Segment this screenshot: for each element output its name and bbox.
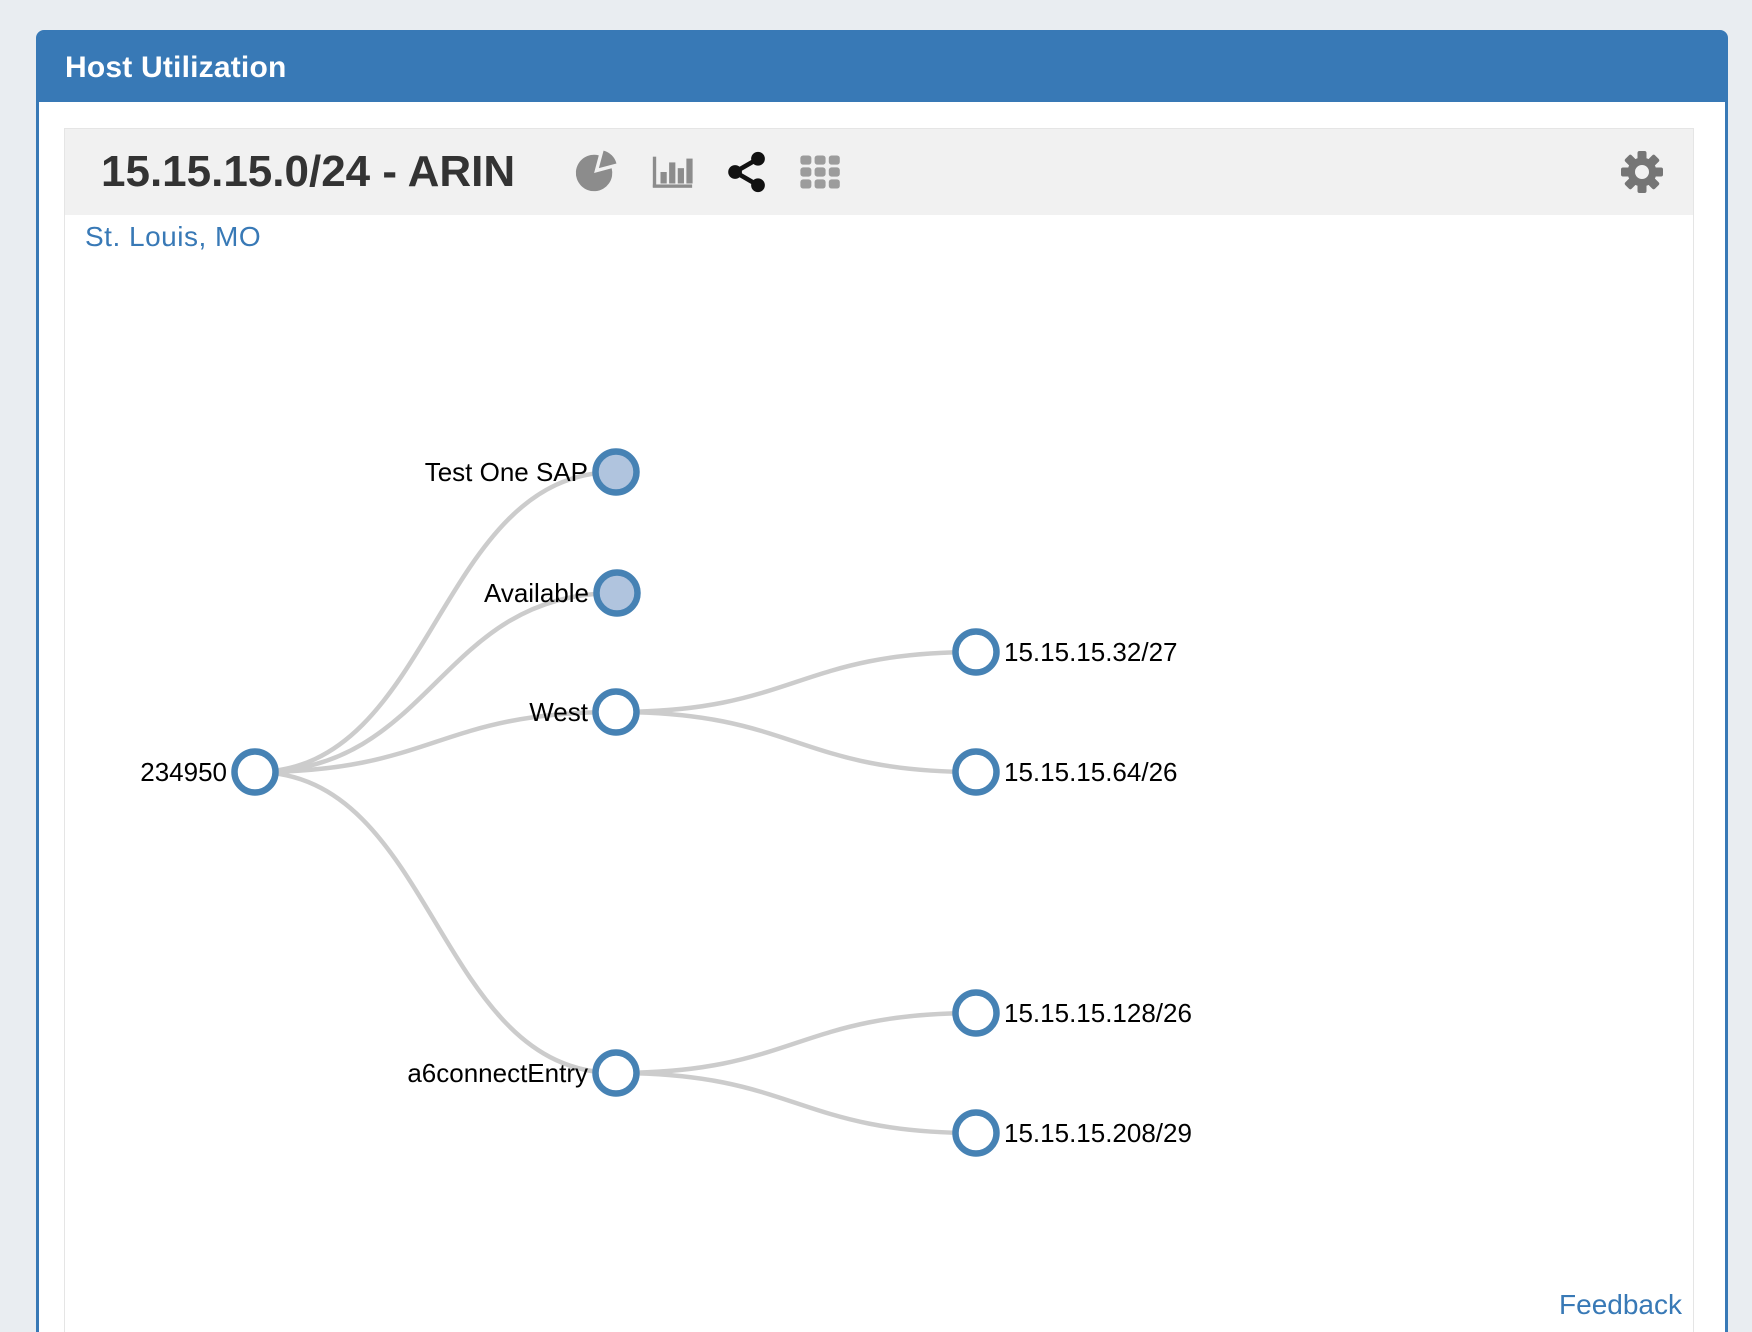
view-switcher [573, 149, 843, 195]
subnet-widget: 15.15.15.0/24 - ARIN [64, 128, 1694, 1332]
pie-chart-icon [576, 150, 617, 192]
bar-chart-view-button[interactable] [649, 149, 695, 195]
panel-header: Host Utilization [39, 33, 1725, 102]
widget-toolbar: 15.15.15.0/24 - ARIN [65, 129, 1693, 215]
share-tree-view-button[interactable] [725, 150, 769, 194]
gear-icon [1621, 151, 1663, 193]
share-icon [728, 151, 766, 193]
grid-icon [800, 155, 840, 189]
pie-chart-view-button[interactable] [573, 149, 619, 195]
panel-title: Host Utilization [65, 50, 287, 84]
grid-view-button[interactable] [799, 150, 843, 194]
settings-gear-button[interactable] [1619, 149, 1665, 195]
host-utilization-panel: Host Utilization 15.15.15.0/24 - ARIN [36, 30, 1728, 1332]
subnet-title: 15.15.15.0/24 - ARIN [101, 147, 516, 196]
location-link[interactable]: St. Louis, MO [85, 221, 262, 252]
bar-chart-icon [652, 156, 693, 188]
feedback-link[interactable]: Feedback [1559, 1289, 1682, 1320]
